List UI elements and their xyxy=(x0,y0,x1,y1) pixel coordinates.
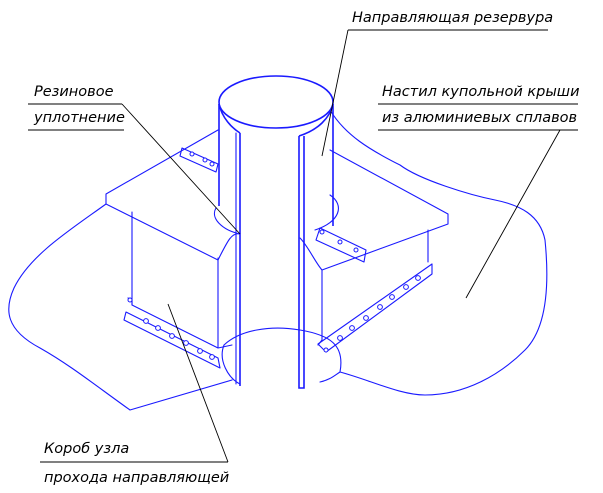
guide-pipe-top xyxy=(218,75,334,129)
label-seal-line2: уплотнение xyxy=(33,110,125,126)
deck-plate-right xyxy=(299,149,449,271)
deck-plate-left xyxy=(105,129,241,261)
label-seal-line1: Резиновое xyxy=(34,84,114,100)
leader-guide xyxy=(321,29,548,157)
box-left-wall xyxy=(131,211,233,349)
bracket-upper-right xyxy=(315,227,367,263)
leader-deck xyxy=(378,103,578,299)
roof-deck-sheet xyxy=(8,109,548,411)
label-box-line1: Короб узла xyxy=(44,441,129,457)
label-deck-line1: Настил купольной крыши xyxy=(382,84,580,100)
label-guide: Направляющая резервура xyxy=(352,10,553,26)
guide-pipe-right-wall xyxy=(298,104,334,389)
label-deck-line2: из алюминиевых сплавов xyxy=(382,110,577,126)
label-box-line2: прохода направляющей xyxy=(44,470,229,486)
bracket-lower-right xyxy=(317,263,433,353)
guide-pipe-left-wall xyxy=(218,104,241,386)
box-right-wall xyxy=(317,229,429,346)
bracket-upper-left xyxy=(179,147,219,173)
leader-seal xyxy=(28,103,241,235)
leader-box xyxy=(40,303,229,463)
